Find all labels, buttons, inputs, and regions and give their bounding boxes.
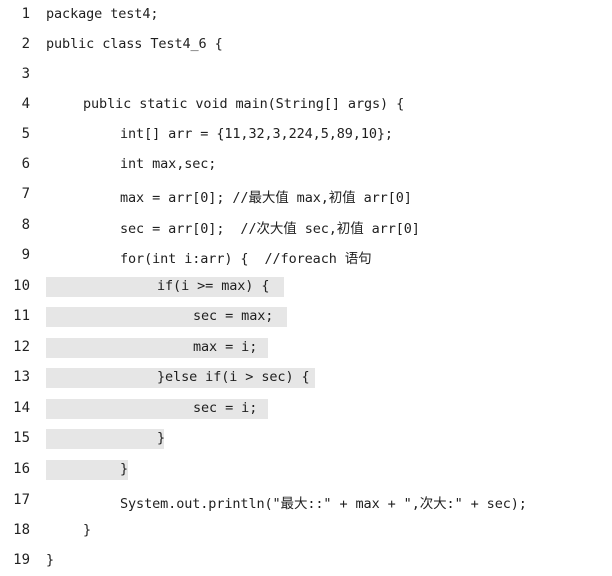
line-number: 5: [21, 126, 30, 142]
code-text: }: [83, 522, 92, 538]
line-highlight: [46, 277, 284, 297]
line-number: 3: [21, 66, 30, 82]
line-number: 6: [21, 156, 30, 172]
code-line: 14 sec = i;: [0, 394, 612, 424]
code-line: 9 for(int i:arr) { //foreach 语句: [0, 241, 612, 271]
line-number: 10: [13, 278, 30, 294]
code-text: package test4;: [46, 6, 159, 22]
line-highlight: [46, 429, 164, 449]
code-line: 13 }else if(i > sec) {: [0, 363, 612, 393]
line-number: 7: [21, 186, 30, 202]
line-number: 17: [13, 492, 30, 508]
line-number: 11: [13, 308, 30, 324]
code-line: 10 if(i >= max) {: [0, 272, 612, 302]
line-number: 14: [13, 400, 30, 416]
code-line: 11 sec = max;: [0, 302, 612, 332]
code-line: 17 System.out.println("最大::" + max + ",次…: [0, 486, 612, 516]
line-highlight: [46, 307, 287, 327]
line-number: 19: [13, 552, 30, 568]
code-line: 19 }: [0, 546, 612, 576]
code-line: 4 public static void main(String[] args)…: [0, 90, 612, 120]
code-line: 15 }: [0, 424, 612, 454]
line-highlight: [46, 368, 315, 388]
code-text: System.out.println("最大::" + max + ",次大:"…: [120, 496, 527, 512]
code-line: 12 max = i;: [0, 333, 612, 363]
code-text: }else if(i > sec) {: [157, 369, 310, 385]
code-text: sec = i;: [193, 400, 258, 416]
line-number: 9: [21, 247, 30, 263]
code-line: 8 sec = arr[0]; //次大值 sec,初值 arr[0]: [0, 211, 612, 241]
code-text: max = i;: [193, 339, 258, 355]
code-text: if(i >= max) {: [157, 278, 270, 294]
code-line: 3: [0, 60, 612, 90]
code-line: 6 int max,sec;: [0, 150, 612, 180]
code-line: 2 public class Test4_6 {: [0, 30, 612, 60]
line-number: 15: [13, 430, 30, 446]
code-line: 7 max = arr[0]; //最大值 max,初值 arr[0]: [0, 180, 612, 210]
code-text: public static void main(String[] args) {: [83, 96, 405, 112]
code-text: for(int i:arr) { //foreach 语句: [120, 251, 372, 267]
code-text: sec = max;: [193, 308, 274, 324]
line-number: 12: [13, 339, 30, 355]
line-highlight: [46, 460, 128, 480]
code-text: public class Test4_6 {: [46, 36, 223, 52]
line-number: 2: [21, 36, 30, 52]
line-number: 13: [13, 369, 30, 385]
code-line: 16 }: [0, 455, 612, 485]
code-text: sec = arr[0]; //次大值 sec,初值 arr[0]: [120, 221, 420, 237]
line-highlight: [46, 399, 268, 419]
line-number: 18: [13, 522, 30, 538]
code-text: int[] arr = {11,32,3,224,5,89,10};: [120, 126, 393, 142]
line-number: 16: [13, 461, 30, 477]
code-line: 1 package test4;: [0, 0, 612, 30]
line-highlight: [46, 338, 268, 358]
code-text: }: [157, 430, 166, 446]
code-text: }: [120, 461, 129, 477]
line-number: 1: [21, 6, 30, 22]
code-text: }: [46, 552, 55, 568]
code-text: max = arr[0]; //最大值 max,初值 arr[0]: [120, 190, 412, 206]
code-text: int max,sec;: [120, 156, 217, 172]
code-line: 18 }: [0, 516, 612, 546]
line-number: 8: [21, 217, 30, 233]
line-number: 4: [21, 96, 30, 112]
code-line: 5 int[] arr = {11,32,3,224,5,89,10};: [0, 120, 612, 150]
